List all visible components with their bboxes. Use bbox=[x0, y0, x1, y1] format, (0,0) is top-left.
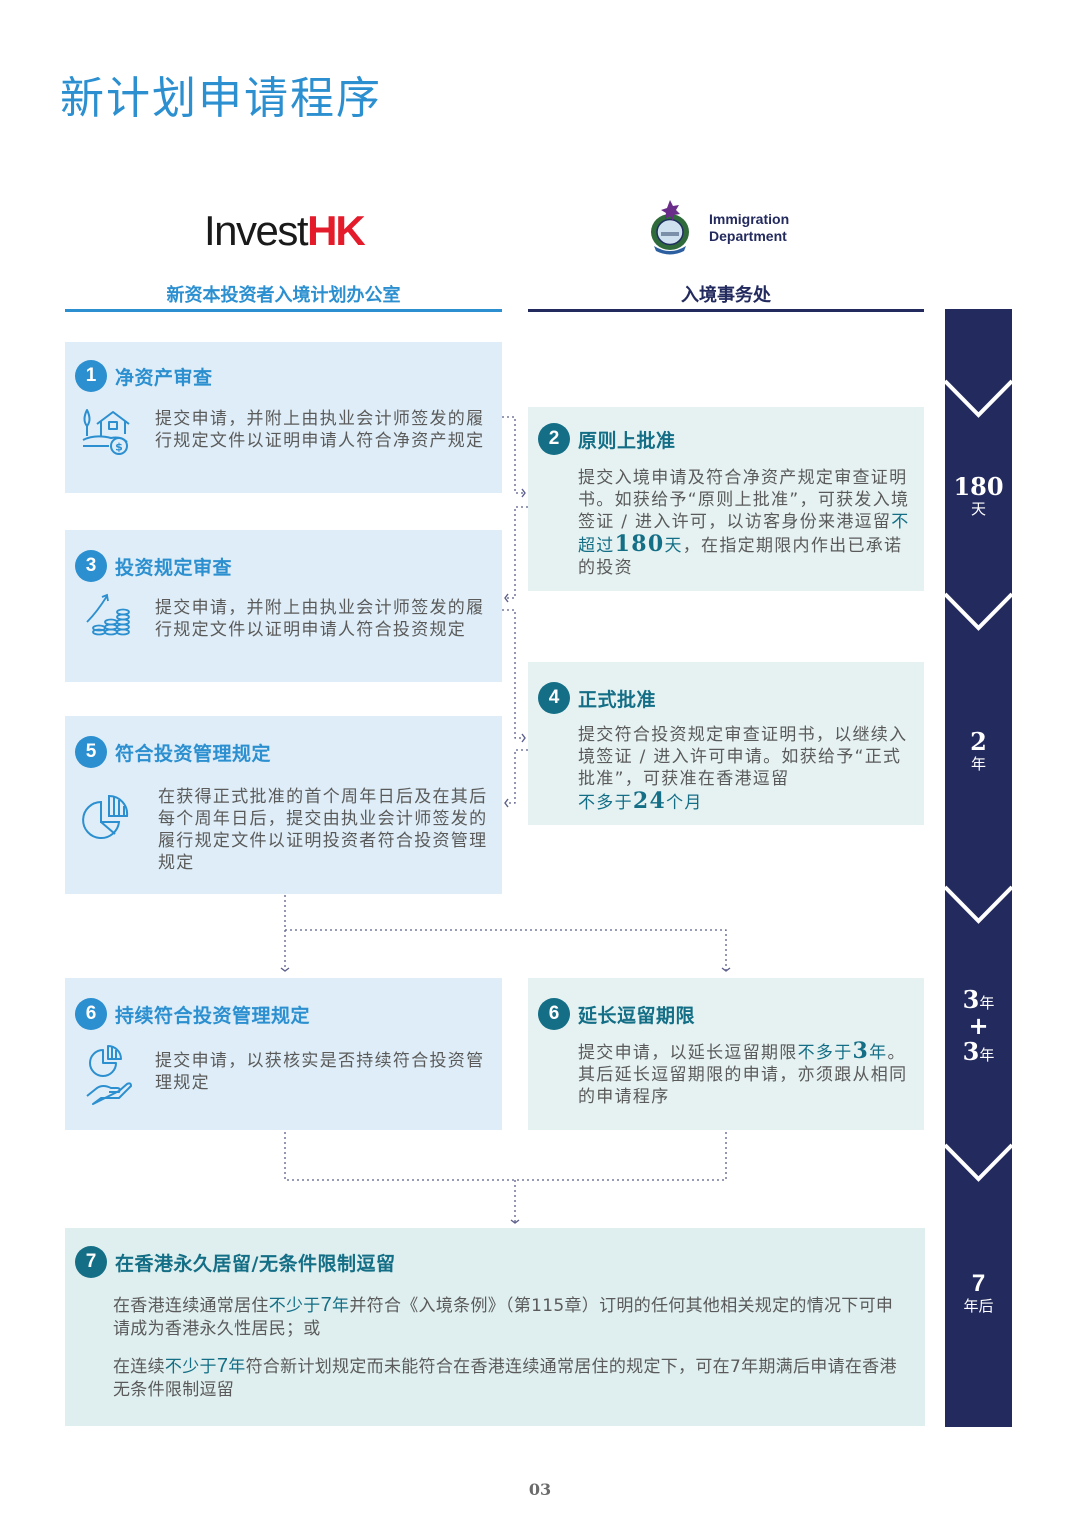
step-5-card: 5 符合投资管理规定 在获得正式批准的首个周年日后及在其后每个周年日后，提交由执… bbox=[65, 716, 502, 894]
step-title: 持续符合投资管理规定 bbox=[115, 1004, 311, 1027]
timeline-segment-180-days: 180 天 bbox=[945, 472, 1012, 519]
highlight-unit: 年 bbox=[228, 1357, 246, 1377]
step-number-badge: 6 bbox=[538, 998, 570, 1030]
highlight-text: 不少于 bbox=[164, 1357, 217, 1377]
body-text: 。其后延长逗留期限的申请，亦须跟从相同的申请程序 bbox=[578, 1043, 908, 1107]
step-description: 在获得正式批准的首个周年日后及在其后每个周年日后，提交由执业会计师签发的履行规定… bbox=[158, 787, 488, 873]
timeline-number: 2 bbox=[970, 727, 987, 756]
pie-chart-icon bbox=[82, 794, 129, 839]
highlight-number: 7 bbox=[216, 1355, 229, 1377]
highlight-number: 24 bbox=[632, 788, 667, 814]
step-description: 提交申请，并附上由执业会计师签发的履行规定文件以证明申请人符合净资产规定 bbox=[155, 409, 485, 451]
highlight-number: 180 bbox=[614, 531, 665, 557]
highlight-text: 不少于 bbox=[268, 1296, 321, 1316]
logo-line-1: Immigration bbox=[709, 211, 790, 227]
timeline-unit: 年 bbox=[979, 1046, 995, 1064]
logo-hk-text: HK bbox=[307, 207, 366, 254]
timeline-number: 7 bbox=[971, 1270, 986, 1297]
chevron-down-icon bbox=[945, 379, 1012, 418]
chevron-down-icon bbox=[945, 885, 1012, 924]
step-number-badge: 2 bbox=[538, 423, 570, 455]
body-text: 在连续 bbox=[113, 1357, 165, 1377]
highlight-text: 不多于 bbox=[797, 1043, 853, 1063]
body-text: 提交符合投资规定审查证明书，以继续入境签证 / 进入许可申请。如获给予“正式批准… bbox=[578, 725, 908, 789]
step-number-badge: 6 bbox=[75, 998, 107, 1030]
body-text: ，在指定期限内作出已承诺的投资 bbox=[578, 536, 903, 578]
logo-line-2: Department bbox=[709, 228, 787, 244]
body-text: 符合新计划规定而未能符合在香港连续通常居住的规定下，可在7年期满后申请在香港无条… bbox=[113, 1357, 897, 1400]
chevron-down-icon bbox=[945, 1143, 1012, 1182]
left-column-divider bbox=[65, 309, 502, 312]
step-title: 正式批准 bbox=[578, 688, 657, 711]
step-6-extend-stay-card: 6 延长逗留期限 提交申请，以延长逗留期限不多于3年。其后延长逗留期限的申请，亦… bbox=[528, 978, 924, 1130]
step-4-card: 4 正式批准 提交符合投资规定审查证明书，以继续入境签证 / 进入许可申请。如获… bbox=[528, 662, 924, 825]
step-description-para-2: 在连续不少于7年符合新计划规定而未能符合在香港连续通常居住的规定下，可在7年期满… bbox=[113, 1355, 903, 1402]
investhk-office-caption: 新资本投资者入境计划办公室 bbox=[166, 285, 401, 306]
timeline-segment-3-plus-3-years: 3年 + 3年 bbox=[945, 987, 1012, 1065]
highlight-unit: 年 bbox=[869, 1043, 888, 1063]
highlight-text: 不多于 bbox=[578, 793, 633, 813]
step-title: 净资产审查 bbox=[115, 366, 213, 389]
step-2-card: 2 原则上批准 提交入境申请及符合净资产规定审查证明书。如获给予“原则上批准”，… bbox=[528, 407, 924, 591]
logo-invest-text: Invest bbox=[204, 207, 309, 254]
step-description: 提交申请，以获核实是否持续符合投资管理规定 bbox=[155, 1051, 485, 1093]
timeline-number: 3 bbox=[962, 1037, 980, 1066]
step-title: 延长逗留期限 bbox=[578, 1004, 696, 1027]
body-text: 并符合《入境条例》（第115章）订明的任何其他相关规定的情况下可申请成为香港永久… bbox=[113, 1296, 894, 1339]
page-number: 03 bbox=[528, 1480, 552, 1499]
timeline-segment-7-years: 7 年后 bbox=[945, 1270, 1012, 1316]
step-title: 投资规定审查 bbox=[115, 556, 233, 579]
step-1-card: 1 净资产审查 $ 提交申请，并附上由执业会计师签发的履行规定文件以证明申请人符… bbox=[65, 342, 502, 493]
highlight-number: 7 bbox=[320, 1294, 333, 1316]
timeline-number: 180 bbox=[953, 472, 1004, 501]
immigration-emblem-icon bbox=[651, 200, 689, 255]
highlight-number: 3 bbox=[852, 1038, 870, 1064]
step-title: 在香港永久居留/无条件限制逗留 bbox=[115, 1252, 396, 1275]
step-description: 提交符合投资规定审查证明书，以继续入境签证 / 进入许可申请。如获给予“正式批准… bbox=[578, 724, 918, 814]
step-description: 提交入境申请及符合净资产规定审查证明书。如获给予“原则上批准”，可获发入境签证 … bbox=[578, 467, 918, 579]
step-number-badge: 4 bbox=[538, 682, 570, 714]
highlight-unit: 年 bbox=[332, 1296, 350, 1316]
timeline-unit: 年 bbox=[979, 994, 995, 1012]
step-number-badge: 1 bbox=[75, 360, 107, 392]
step-number-badge: 5 bbox=[75, 736, 107, 768]
svg-text:$: $ bbox=[115, 441, 123, 454]
step-description-para-1: 在香港连续通常居住不少于7年并符合《入境条例》（第115章）订明的任何其他相关规… bbox=[113, 1294, 903, 1341]
step-description: 提交申请，并附上由执业会计师签发的履行规定文件以证明申请人符合投资规定 bbox=[155, 598, 485, 640]
step-title: 符合投资管理规定 bbox=[115, 742, 272, 765]
investhk-logo: InvestHK bbox=[204, 207, 366, 254]
body-text: 提交申请，以延长逗留期限 bbox=[578, 1043, 798, 1063]
step-title: 原则上批准 bbox=[578, 429, 676, 452]
step-number-badge: 3 bbox=[75, 550, 107, 582]
chevron-down-icon bbox=[945, 592, 1012, 631]
timeline-plus: + bbox=[968, 1012, 989, 1040]
body-text: 在香港连续通常居住 bbox=[113, 1296, 269, 1316]
right-column-divider bbox=[528, 309, 924, 312]
step-7-card: 7 在香港永久居留/无条件限制逗留 在香港连续通常居住不少于7年并符合《入境条例… bbox=[65, 1228, 925, 1426]
highlight-text: 不超过 bbox=[578, 512, 910, 556]
step-3-card: 3 投资规定审查 提交申请，并附上由执业会计师签发的履行规定文件以证明申请人符合… bbox=[65, 530, 502, 682]
hand-pie-chart-icon bbox=[86, 1045, 132, 1105]
step-6-continued-compliance-card: 6 持续符合投资管理规定 提交申请，以获核实是否持续符合投资管理规定 bbox=[65, 978, 502, 1130]
page-title: 新计划申请程序 bbox=[60, 73, 382, 124]
timeline-bar: 180 天 2 年 3年 + 3年 7 年后 bbox=[945, 309, 1012, 1427]
step-description: 提交申请，以延长逗留期限不多于3年。其后延长逗留期限的申请，亦须跟从相同的申请程… bbox=[578, 1040, 923, 1108]
highlight-unit: 天 bbox=[664, 536, 683, 556]
immigration-department-logo-text: Immigration Department bbox=[709, 211, 789, 245]
step-number-badge: 7 bbox=[75, 1246, 107, 1278]
timeline-unit: 年后 bbox=[963, 1297, 994, 1315]
body-text: 提交入境申请及符合净资产规定审查证明书。如获给予“原则上批准”，可获发入境签证 … bbox=[578, 468, 910, 532]
immigration-department-caption: 入境事务处 bbox=[681, 285, 771, 306]
timeline-unit: 天 bbox=[970, 500, 986, 518]
highlight-unit: 个月 bbox=[666, 793, 703, 813]
coins-growth-icon bbox=[86, 593, 130, 636]
timeline-unit: 年 bbox=[970, 755, 986, 773]
timeline-segment-2-years: 2 年 bbox=[945, 727, 1012, 774]
timeline-number: 3 bbox=[962, 985, 980, 1014]
house-money-icon: $ bbox=[82, 409, 130, 455]
